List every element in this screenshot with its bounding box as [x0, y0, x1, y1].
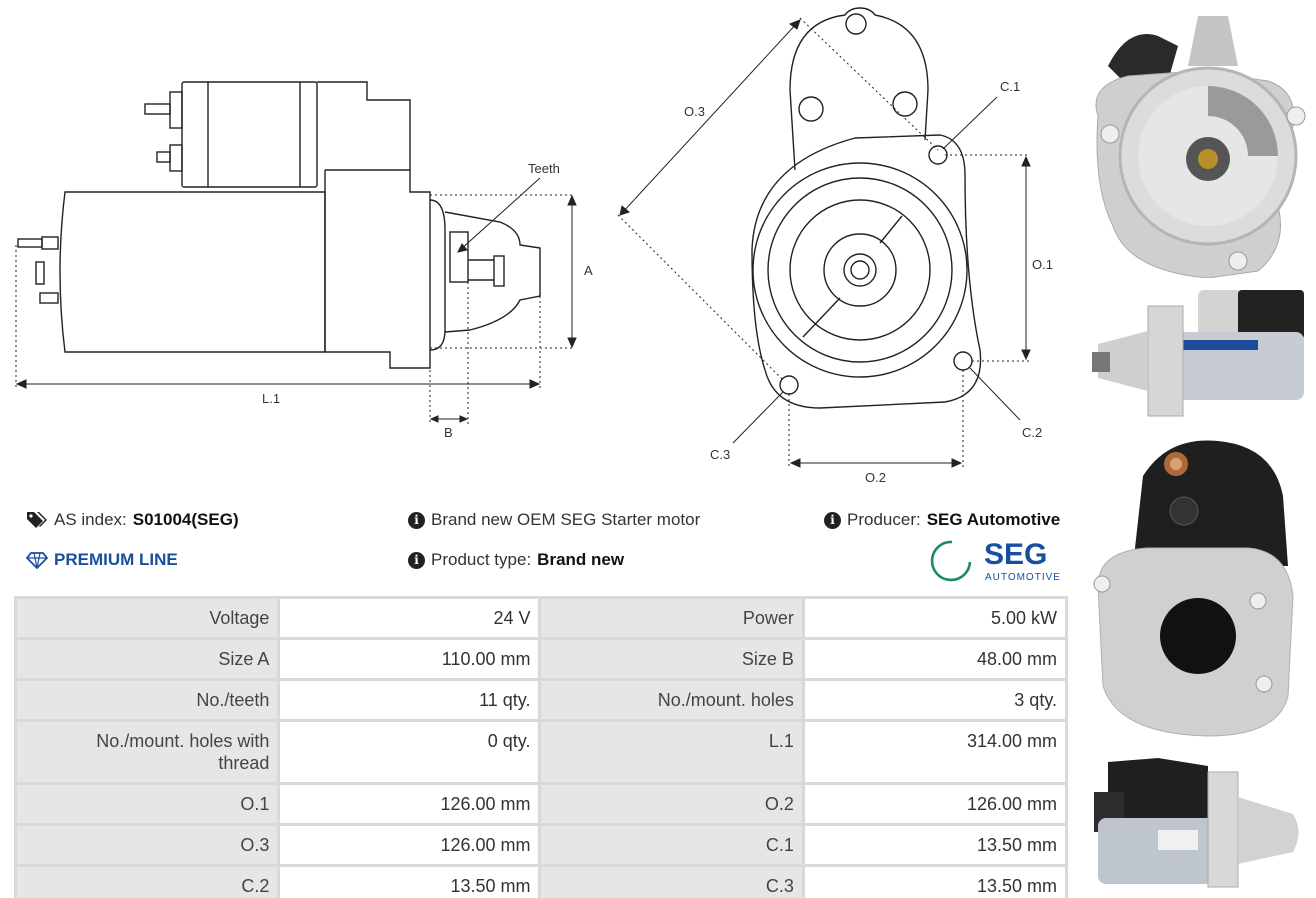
product-type-value: Brand new [537, 550, 625, 569]
diamond-icon [26, 552, 48, 569]
tags-icon [27, 512, 47, 528]
spec-label: No./teeth [13, 678, 281, 722]
spec-value: 0 qty. [277, 719, 542, 785]
premium-line-label: PREMIUM LINE [54, 550, 178, 569]
product-photo-rear [1093, 440, 1294, 737]
teeth-label: Teeth [528, 161, 560, 176]
spec-label: Size A [13, 637, 281, 681]
spec-label: L.1 [538, 719, 805, 785]
spec-value: 13.50 mm [277, 864, 542, 898]
dimension-c2-label: C.2 [1022, 425, 1042, 440]
info-icon: i [408, 551, 425, 569]
spec-label: Power [538, 596, 805, 640]
spec-label: Size B [538, 637, 805, 681]
spec-value: 5.00 kW [801, 596, 1069, 640]
spec-value: 126.00 mm [801, 782, 1069, 826]
product-photo-angle [1094, 758, 1299, 888]
spec-value: 24 V [277, 596, 542, 640]
spec-value: 110.00 mm [277, 637, 542, 681]
as-index-value: S01004(SEG) [132, 510, 239, 529]
product-type-label: Product type: [431, 550, 532, 569]
dimension-o1-label: O.1 [1032, 257, 1053, 272]
dimension-c3-label: C.3 [710, 447, 730, 462]
spec-value: 11 qty. [277, 678, 542, 722]
product-photo-side [1092, 290, 1304, 417]
info-icon: i [824, 511, 841, 529]
spec-value: 314.00 mm [801, 719, 1069, 785]
dimension-a-label: A [584, 263, 593, 278]
spec-value: 48.00 mm [801, 637, 1069, 681]
info-icon: i [408, 511, 425, 529]
spec-label: No./mount. holes with thread [13, 719, 281, 785]
side-view-drawing: Teeth A L.1 B [15, 81, 593, 440]
as-index-row: AS index: S01004(SEG) [26, 510, 239, 530]
dimension-o2-label: O.2 [865, 470, 886, 485]
spec-value: 3 qty. [801, 678, 1069, 722]
premium-line-badge: PREMIUM LINE [26, 550, 178, 570]
producer-label: Producer: [847, 510, 921, 529]
producer-row: i Producer: SEG Automotive [824, 510, 1060, 530]
spec-label: C.2 [13, 864, 281, 898]
spec-label: O.1 [13, 782, 281, 826]
spec-value: 13.50 mm [801, 823, 1069, 867]
spec-value: 126.00 mm [277, 823, 542, 867]
spec-label: Voltage [13, 596, 281, 640]
spec-label: C.3 [538, 864, 805, 898]
description-row: i Brand new OEM SEG Starter motor [408, 510, 700, 530]
product-photo-front [1095, 16, 1306, 278]
seg-logo-sub: AUTOMOTIVE [985, 572, 1061, 583]
description-text: Brand new OEM SEG Starter motor [431, 510, 701, 529]
as-index-label: AS index: [54, 510, 127, 529]
dimension-c1-label: C.1 [1000, 79, 1020, 94]
dimension-b-label: B [444, 425, 453, 440]
front-view-drawing: O.3 C.1 O.1 C.2 C.3 O.2 [617, 7, 1053, 485]
seg-logo-name: SEG [984, 538, 1047, 571]
dimension-l1-label: L.1 [262, 391, 280, 406]
producer-value: SEG Automotive [926, 510, 1061, 529]
spec-value: 13.50 mm [801, 864, 1069, 898]
spec-label: C.1 [538, 823, 805, 867]
spec-label: O.2 [538, 782, 805, 826]
spec-label: O.3 [13, 823, 281, 867]
product-type-row: i Product type: Brand new [408, 550, 624, 570]
dimension-o3-label: O.3 [684, 104, 705, 119]
spec-label: No./mount. holes [538, 678, 805, 722]
seg-automotive-logo: SEG AUTOMOTIVE [930, 538, 1061, 583]
spec-value: 126.00 mm [277, 782, 542, 826]
